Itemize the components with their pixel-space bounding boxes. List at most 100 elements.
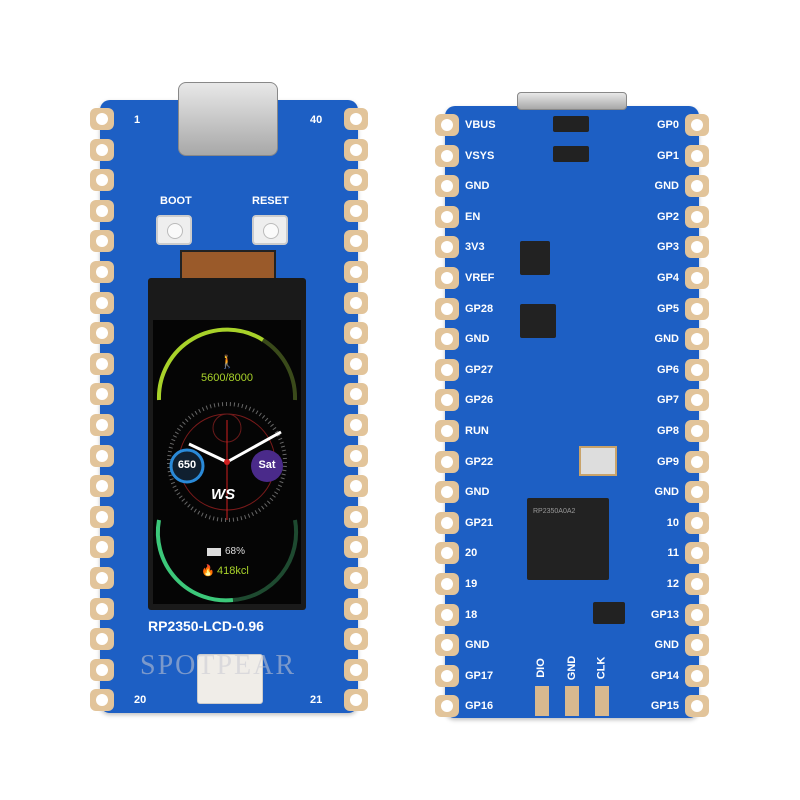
gpio-pin-pad xyxy=(435,328,459,351)
gpio-pin-pad xyxy=(685,481,709,504)
gpio-pin-pad xyxy=(685,389,709,412)
dio-pad[interactable] xyxy=(535,686,549,716)
steps-arc xyxy=(156,327,265,401)
gpio-pin-pad xyxy=(435,175,459,198)
flash-chip xyxy=(593,602,625,624)
gpio-pin-pad xyxy=(90,505,114,528)
hour-hand xyxy=(188,442,228,464)
gpio-pin-pad xyxy=(685,205,709,228)
gpio-pin-pad xyxy=(90,108,114,130)
gpio-pin-pad xyxy=(90,414,114,436)
reset-button[interactable] xyxy=(252,215,288,245)
waveshare-logo: WS xyxy=(211,486,236,503)
gpio-pin-pad xyxy=(90,658,114,681)
gpio-pin-pad xyxy=(344,597,368,620)
pin-label: 3V3 xyxy=(465,241,485,254)
pin-label: GP0 xyxy=(656,119,679,131)
gpio-pin-pad xyxy=(344,628,368,651)
gpio-pin-pad xyxy=(344,261,368,283)
pin-label: GP7 xyxy=(656,394,679,407)
pin-label: GND xyxy=(654,639,679,652)
walk-icon: 🚶 xyxy=(219,354,236,369)
gpio-pin-pad xyxy=(685,236,709,259)
gpio-pin-pad xyxy=(685,144,709,167)
pin-1-label: 1 xyxy=(134,114,141,126)
heart-rate-value: 650 xyxy=(177,459,197,471)
dio-label: DIO xyxy=(534,658,547,678)
gpio-pin-pad xyxy=(344,444,368,467)
gpio-pin-pad xyxy=(344,658,368,681)
gpio-pin-pad xyxy=(90,475,114,498)
gpio-pin-pad xyxy=(685,634,709,657)
pin-label: RUN xyxy=(465,425,489,437)
pin-label: GND xyxy=(654,180,679,193)
pin-label: 19 xyxy=(465,578,478,590)
watch-face-display: 🚶 5600/8000 650 Sat WS 68% 🔥 418kcl xyxy=(153,320,301,604)
pin-label: GP27 xyxy=(465,363,494,376)
boot-button[interactable] xyxy=(156,215,192,245)
gpio-pin-pad xyxy=(90,322,114,345)
gpio-pin-pad xyxy=(685,297,709,320)
gpio-pin-pad xyxy=(435,297,459,320)
pin-label: EN xyxy=(465,210,481,223)
gpio-pin-pad xyxy=(344,414,368,436)
usb-c-port-back xyxy=(517,92,627,110)
gpio-pin-pad xyxy=(685,573,709,595)
gpio-pin-pad xyxy=(685,542,709,565)
gpio-pin-pad xyxy=(435,236,459,259)
rp2350-lcd-board-front: 1 40 BOOT RESET RP2350-LCD-0.96 20 21 xyxy=(90,82,368,713)
steps-value: 5600/8000 xyxy=(201,372,253,384)
gpio-pin-pad xyxy=(90,352,114,375)
gpio-pin-pad xyxy=(90,383,114,406)
pin-label: VSYS xyxy=(465,149,495,162)
clk-label: CLK xyxy=(595,656,608,680)
pin-label: GP4 xyxy=(656,272,679,284)
pin-label: GP1 xyxy=(656,149,679,162)
gpio-pin-pad xyxy=(685,664,709,687)
rp2350-chip: RP2350A0A2 xyxy=(527,498,609,580)
gpio-pin-pad xyxy=(435,664,459,687)
pin-label: GP22 xyxy=(465,455,494,468)
gpio-pin-pad xyxy=(435,603,459,626)
gpio-pin-pad xyxy=(344,169,368,192)
pin-40-label: 40 xyxy=(310,114,323,126)
gpio-pin-pad xyxy=(685,328,709,351)
diode xyxy=(553,116,589,132)
gpio-pin-pad xyxy=(435,511,459,534)
flame-icon: 🔥 xyxy=(201,565,215,577)
gpio-pin-pad xyxy=(685,175,709,198)
gpio-pin-pad xyxy=(90,689,114,712)
pin-label: GND xyxy=(654,486,679,499)
gpio-pin-pad xyxy=(344,108,368,130)
clk-pad[interactable] xyxy=(595,686,609,716)
power-ic xyxy=(520,241,550,275)
pin-label: GP5 xyxy=(656,302,679,315)
gpio-pin-pad xyxy=(344,505,368,528)
gpio-pin-pad xyxy=(435,144,459,167)
pin-label: 11 xyxy=(667,547,679,560)
gpio-pin-pad xyxy=(90,138,114,161)
gpio-pin-pad xyxy=(344,689,368,712)
pin-label: VBUS xyxy=(465,119,496,131)
flex-cable xyxy=(180,250,276,280)
minute-hand xyxy=(226,430,282,464)
pin-label: GP21 xyxy=(465,516,494,529)
pin-label: GP6 xyxy=(656,363,679,376)
gpio-pin-pad xyxy=(685,114,709,136)
pin-label: GP9 xyxy=(656,455,679,468)
gpio-pin-pad xyxy=(435,634,459,657)
battery-icon xyxy=(207,548,221,556)
reset-label: RESET xyxy=(252,195,289,207)
gpio-pin-pad xyxy=(344,199,368,222)
gpio-pin-pad xyxy=(344,322,368,345)
gnd-pad-label: GND xyxy=(566,655,579,681)
gpio-pin-pad xyxy=(344,567,368,589)
gnd-pad[interactable] xyxy=(565,686,579,716)
gpio-pin-pad xyxy=(435,542,459,565)
lcd-screen: 🚶 5600/8000 650 Sat WS 68% 🔥 418kcl xyxy=(148,278,306,610)
calories-arc xyxy=(155,519,234,603)
pin-label: GP8 xyxy=(656,425,679,437)
gpio-pin-pad xyxy=(90,230,114,253)
usb-c-port xyxy=(178,82,278,156)
